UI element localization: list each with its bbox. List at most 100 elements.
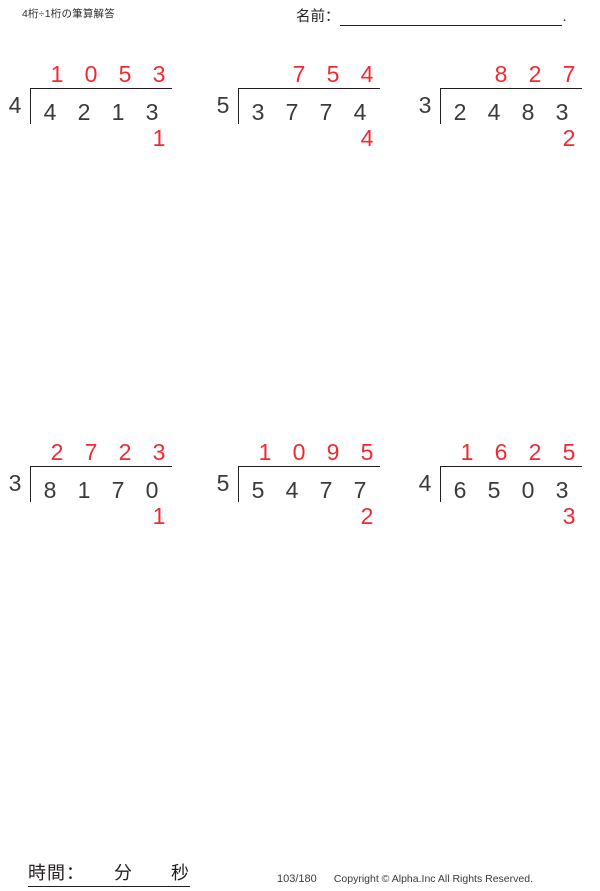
quotient-digit: 5 <box>118 61 132 87</box>
remainder-digit: 2 <box>360 503 374 529</box>
divisor: 3 <box>418 92 432 118</box>
dividend-digit: 0 <box>145 477 159 503</box>
remainder-row: 4 <box>242 126 384 150</box>
page-title: 4桁÷1桁の筆算解答 <box>22 8 115 20</box>
quotient-row: 0754 <box>242 60 384 86</box>
quotient-digit: 1 <box>50 61 64 87</box>
quotient-digit: 7 <box>84 439 98 465</box>
quotient-digit: 2 <box>528 439 542 465</box>
dividend-digit: 4 <box>353 99 367 125</box>
remainder-row: 2 <box>444 126 586 150</box>
quotient-digit: 3 <box>152 439 166 465</box>
divisor: 5 <box>216 92 230 118</box>
dividend-digit: 1 <box>77 477 91 503</box>
dividend-digit: 7 <box>285 99 299 125</box>
dividend-digit: 4 <box>43 99 57 125</box>
quotient-digit: 4 <box>360 61 374 87</box>
remainder-digit: 4 <box>360 125 374 151</box>
remainder-row: 2 <box>242 504 384 528</box>
dividend-digit: 1 <box>111 99 125 125</box>
quotient-digit: 2 <box>118 439 132 465</box>
page-header: 4桁÷1桁の筆算解答 名前： . <box>0 0 600 46</box>
quotient-row: 0827 <box>444 60 586 86</box>
name-label: 名前： <box>296 8 340 25</box>
divisor: 4 <box>418 470 432 496</box>
dividend-digit: 3 <box>555 477 569 503</box>
remainder-digit: 3 <box>562 503 576 529</box>
name-input-line[interactable] <box>339 6 562 26</box>
quotient-digit: 5 <box>562 439 576 465</box>
dividend-digit: 8 <box>521 99 535 125</box>
divisor: 5 <box>216 470 230 496</box>
dividend-digit: 3 <box>251 99 265 125</box>
remainder-digit: 1 <box>152 503 166 529</box>
quotient-digit: 7 <box>292 61 306 87</box>
dividend-digit: 8 <box>43 477 57 503</box>
divisor: 3 <box>8 470 22 496</box>
quotient-digit: 3 <box>152 61 166 87</box>
problem-row-1: 105344213107545377440827324832 <box>0 60 600 438</box>
remainder-row: 1 <box>34 504 176 528</box>
dividend-digit: 7 <box>111 477 125 503</box>
quotient-digit: 8 <box>494 61 508 87</box>
time-field[interactable]: 時間： 分 秒 <box>28 859 190 887</box>
dividend-digit: 3 <box>555 99 569 125</box>
dividend-digit: 2 <box>77 99 91 125</box>
dividend-digit: 0 <box>521 477 535 503</box>
quotient-digit: 6 <box>494 439 508 465</box>
remainder-digit: 1 <box>152 125 166 151</box>
quotient-digit: 5 <box>360 439 374 465</box>
dividend-digit: 4 <box>487 99 501 125</box>
dividend-digit: 5 <box>251 477 265 503</box>
quotient-digit: 9 <box>326 439 340 465</box>
dividend-digit: 7 <box>319 99 333 125</box>
division-problem: 0754537744 <box>212 60 402 164</box>
quotient-digit: 7 <box>562 61 576 87</box>
dividend-digit: 5 <box>487 477 501 503</box>
name-line-end-dot: . <box>562 8 567 25</box>
copyright-notice: Copyright © Alpha.Inc All Rights Reserve… <box>333 873 533 885</box>
quotient-digit: 0 <box>84 61 98 87</box>
dividend-digit: 7 <box>319 477 333 503</box>
problems-grid: 105344213107545377440827324832 272338170… <box>0 60 600 538</box>
remainder-row: 3 <box>444 504 586 528</box>
dividend-digit: 7 <box>353 477 367 503</box>
dividend-digit: 6 <box>453 477 467 503</box>
division-problem: 0827324832 <box>414 60 600 164</box>
dividend-digit: 3 <box>145 99 159 125</box>
quotient-digit: 1 <box>460 439 474 465</box>
quotient-digit: 2 <box>528 61 542 87</box>
remainder-row: 1 <box>34 126 176 150</box>
dividend-digit: 4 <box>285 477 299 503</box>
quotient-digit: 0 <box>292 439 306 465</box>
name-field: 名前： . <box>296 6 567 26</box>
quotient-digit: 2 <box>50 439 64 465</box>
page-footer: 時間： 分 秒 103/180 Copyright © Alpha.Inc Al… <box>0 851 600 891</box>
quotient-digit: 5 <box>326 61 340 87</box>
